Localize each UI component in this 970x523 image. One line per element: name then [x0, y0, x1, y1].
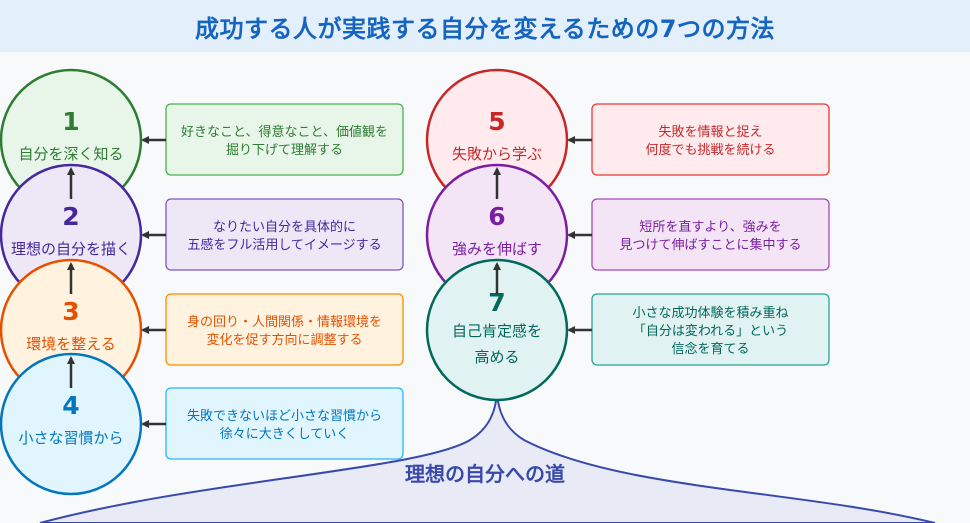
step-description: なりたい自分を具体的に — [213, 219, 356, 235]
step-number: 5 — [488, 107, 505, 136]
step-description: 五感をフル活用してイメージする — [187, 237, 381, 253]
step-description: 小さな成功体験を積み重ね — [632, 305, 788, 321]
step-label: 自分を深く知る — [18, 145, 123, 163]
step-number: 4 — [62, 391, 79, 420]
step-description: 変化を促す方向に調整する — [206, 332, 362, 348]
step-description: 見つけて伸ばすことに集中する — [619, 237, 801, 253]
title-bar: 成功する人が実践する自分を変えるための7つの方法 — [0, 0, 970, 52]
step-label: 強みを伸ばす — [452, 240, 542, 258]
step-number: 1 — [62, 107, 79, 136]
step-number: 3 — [62, 297, 79, 326]
step-label: 失敗から学ぶ — [452, 145, 542, 163]
step-description: 「自分は変われる」という — [633, 323, 788, 339]
step-number: 7 — [488, 288, 505, 317]
step-description: 身の回り・人間関係・情報環境を — [187, 314, 382, 330]
step-description: 失敗できないほど小さな習慣から — [187, 408, 382, 424]
step-label: 環境を整える — [26, 335, 116, 353]
step-label: 自己肯定感を — [452, 322, 542, 340]
step-label: 高める — [474, 348, 519, 366]
step-description: 信念を育てる — [671, 341, 749, 357]
step-number: 6 — [488, 202, 505, 231]
step-description: 失敗を情報と捉え — [658, 125, 762, 140]
step-label: 小さな習慣から — [18, 429, 123, 447]
step-label: 理想の自分を描く — [11, 240, 131, 258]
step-description: 何度でも挑戦を続ける — [645, 142, 775, 158]
step-description: 掘り下げて理解する — [226, 143, 343, 158]
path-label: 理想の自分への道 — [405, 462, 565, 486]
step-description: 好きなこと、得意なこと、価値観を — [181, 124, 388, 140]
page-title: 成功する人が実践する自分を変えるための7つの方法 — [195, 14, 775, 43]
step-number: 2 — [62, 202, 79, 231]
step-description: 短所を直すより、強みを — [639, 220, 781, 235]
step-description: 徐々に大きくしていく — [220, 427, 350, 442]
